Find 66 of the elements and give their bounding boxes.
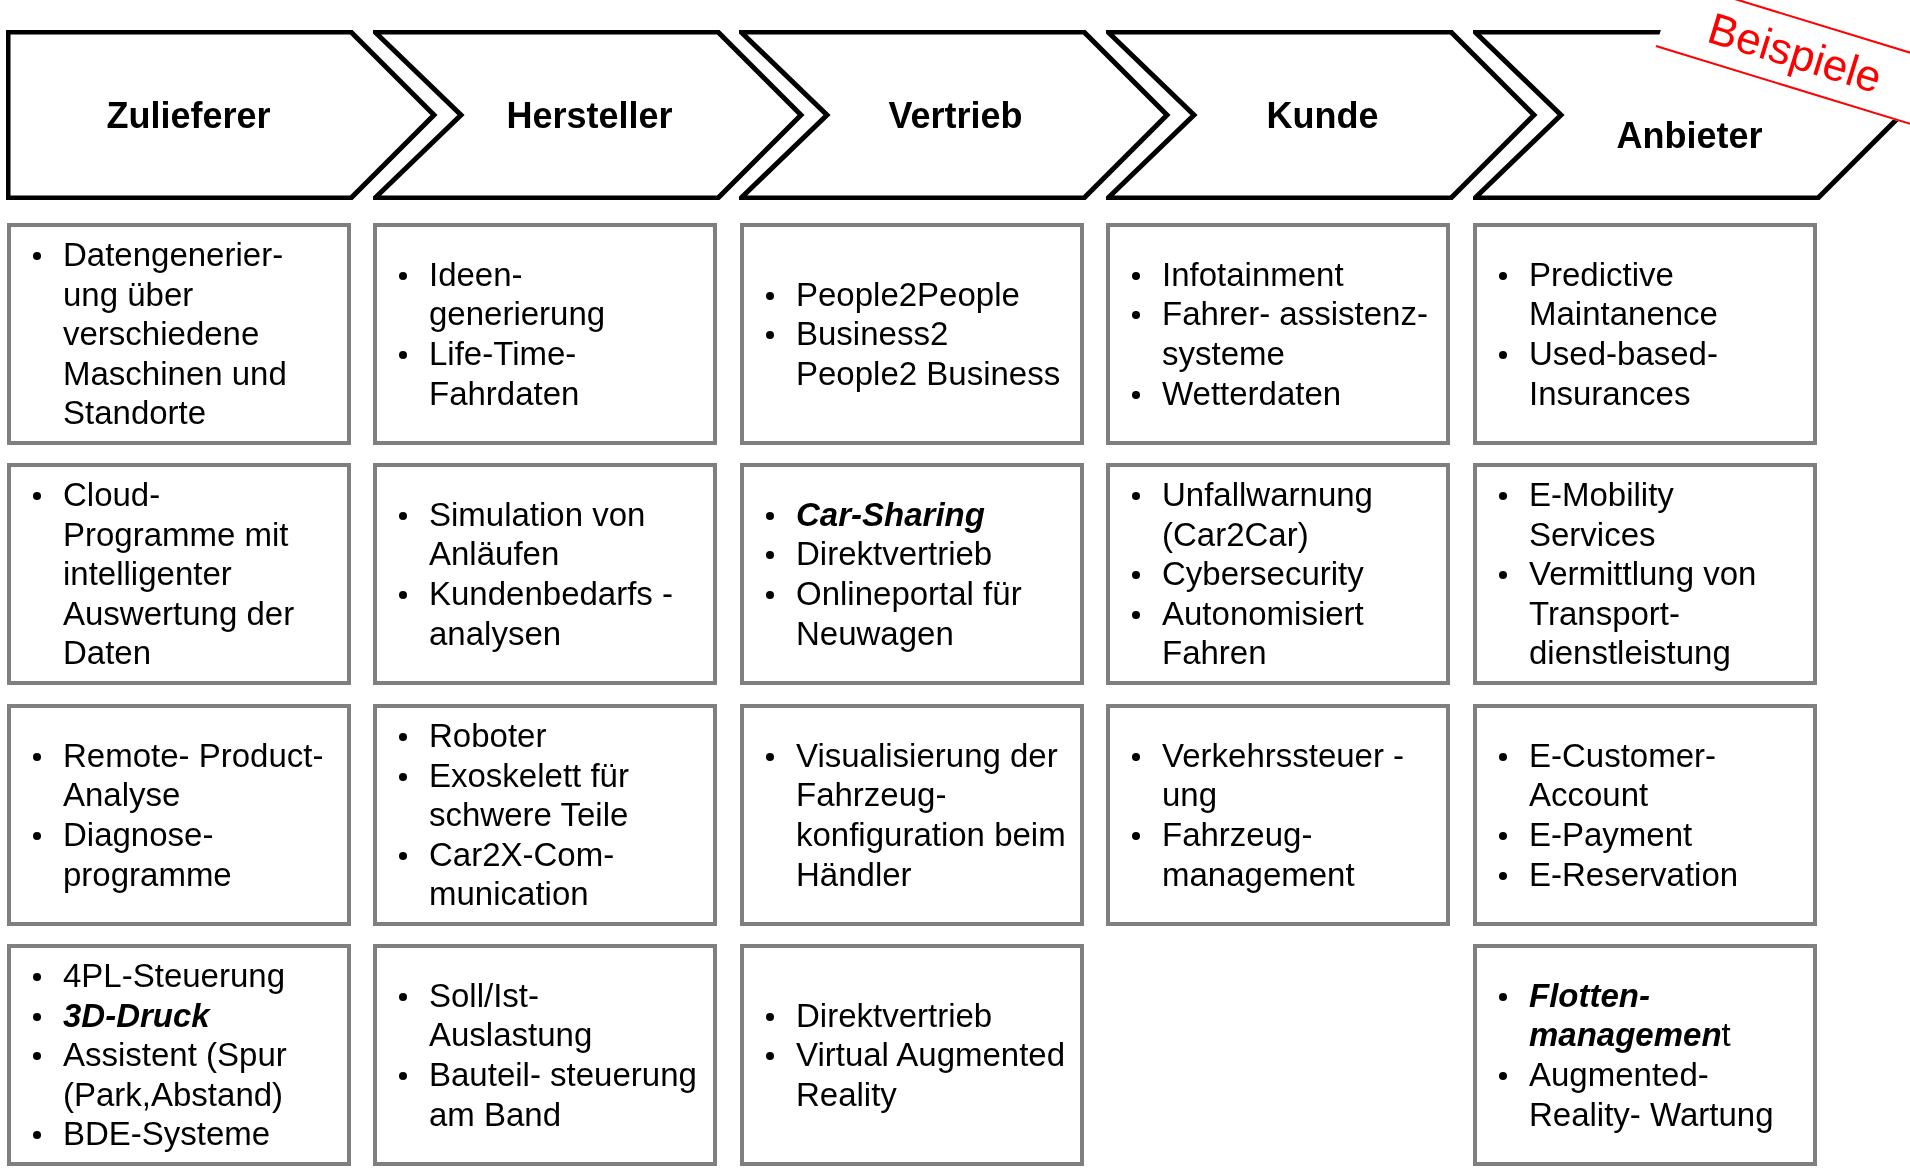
bullet-text: Wetterdaten <box>1162 373 1342 414</box>
bullet-text: Exoskelett für schwere Teile <box>429 755 630 835</box>
example-card <box>740 944 1084 1166</box>
bullet-text: Augmented- Reality- Wartung <box>1529 1055 1775 1135</box>
bullet-text: Infotainment <box>1162 254 1344 295</box>
example-card <box>1473 223 1817 445</box>
bullet-text: Cloud- Programme mit intelligenter Auswertung der Daten <box>63 475 296 673</box>
example-card <box>1473 944 1817 1166</box>
bullet-text: E-Customer- Account <box>1529 735 1718 815</box>
bullet-text: Simulation von Anläufen <box>429 494 647 574</box>
stage-heading: Hersteller <box>506 93 673 138</box>
bullet-text: E-Reservation <box>1529 854 1739 895</box>
example-card <box>373 223 717 445</box>
bullet-text: Autonomisiert Fahren <box>1162 593 1365 673</box>
example-card <box>373 944 717 1166</box>
bullet-text: Roboter <box>429 716 547 756</box>
bullet-text: Bauteil- steuerung am Band <box>429 1055 698 1135</box>
bullet-text: BDE-Systeme <box>63 1114 271 1154</box>
example-card <box>7 944 351 1166</box>
bullet-text: Fahrer- assistenz- systeme <box>1162 294 1429 374</box>
stage-heading: Kunde <box>1266 93 1379 138</box>
example-card <box>1473 704 1817 926</box>
example-card <box>373 704 717 926</box>
example-card <box>1106 463 1450 685</box>
bullet-text: Car-Sharing <box>796 494 985 535</box>
example-card <box>740 463 1084 685</box>
example-card <box>7 223 351 445</box>
bullet-text: Datengenerier- ung über verschiedene Maschinen und Standorte <box>63 235 288 433</box>
bullet-text: Fahrzeug- management <box>1162 815 1356 895</box>
bullet-text: 3D-Druck <box>63 995 210 1036</box>
bullet-text: Flotten- management <box>1529 975 1732 1055</box>
bullet-text: Assistent (Spur (Park,Abstand) <box>63 1035 288 1115</box>
stage-heading: Anbieter <box>1616 113 1763 158</box>
bullet-text: Onlineportal für Neuwagen <box>796 574 1023 654</box>
bullet-text: Kundenbedarfs -analysen <box>429 574 674 654</box>
example-card <box>740 223 1084 445</box>
bullet-text: Used-based- Insurances <box>1529 334 1719 414</box>
stage-heading: Zulieferer <box>106 93 271 138</box>
example-card <box>1473 463 1817 685</box>
bullet-text: Verkehrssteuer -ung <box>1162 735 1406 815</box>
bullet-text: Ideen- generierung <box>429 254 607 334</box>
bullet-text: People2People <box>796 274 1020 315</box>
bullet-text: Direktvertrieb <box>796 995 993 1036</box>
bullet-text: Cybersecurity <box>1162 554 1364 594</box>
example-card <box>373 463 717 685</box>
example-card <box>1106 704 1450 926</box>
example-card <box>1106 223 1450 445</box>
example-card <box>740 704 1084 926</box>
bullet-text: Soll/Ist- Auslastung <box>429 975 594 1055</box>
example-card <box>7 463 351 685</box>
bullet-text: Direktvertrieb <box>796 534 993 574</box>
bullet-text: 4PL-Steuerung <box>63 956 285 996</box>
bullet-text: Unfallwarnung (Car2Car) <box>1162 475 1374 555</box>
bullet-text: Vermittlung von Transport- dienstleistung <box>1529 554 1758 673</box>
bullet-text: Business2 People2 Business <box>796 314 1062 394</box>
bullet-text: Diagnose- programme <box>63 815 233 895</box>
bullet-text: Remote- Product- Analyse <box>63 735 325 815</box>
bullet-text: Virtual Augmented Reality <box>796 1035 1067 1115</box>
bullet-text: Life-Time- Fahrdaten <box>429 334 581 414</box>
bullet-text: Predictive Maintanence <box>1529 254 1719 334</box>
bullet-text: Car2X-Com- munication <box>429 834 616 914</box>
stage-heading: Vertrieb <box>888 93 1023 138</box>
bullet-text: E-Mobility Services <box>1529 475 1675 555</box>
example-card <box>7 704 351 926</box>
bullet-text: Visualisierung der Fahrzeug- konfiguration beim Händler <box>796 735 1067 895</box>
bullet-text: E-Payment <box>1529 815 1693 855</box>
